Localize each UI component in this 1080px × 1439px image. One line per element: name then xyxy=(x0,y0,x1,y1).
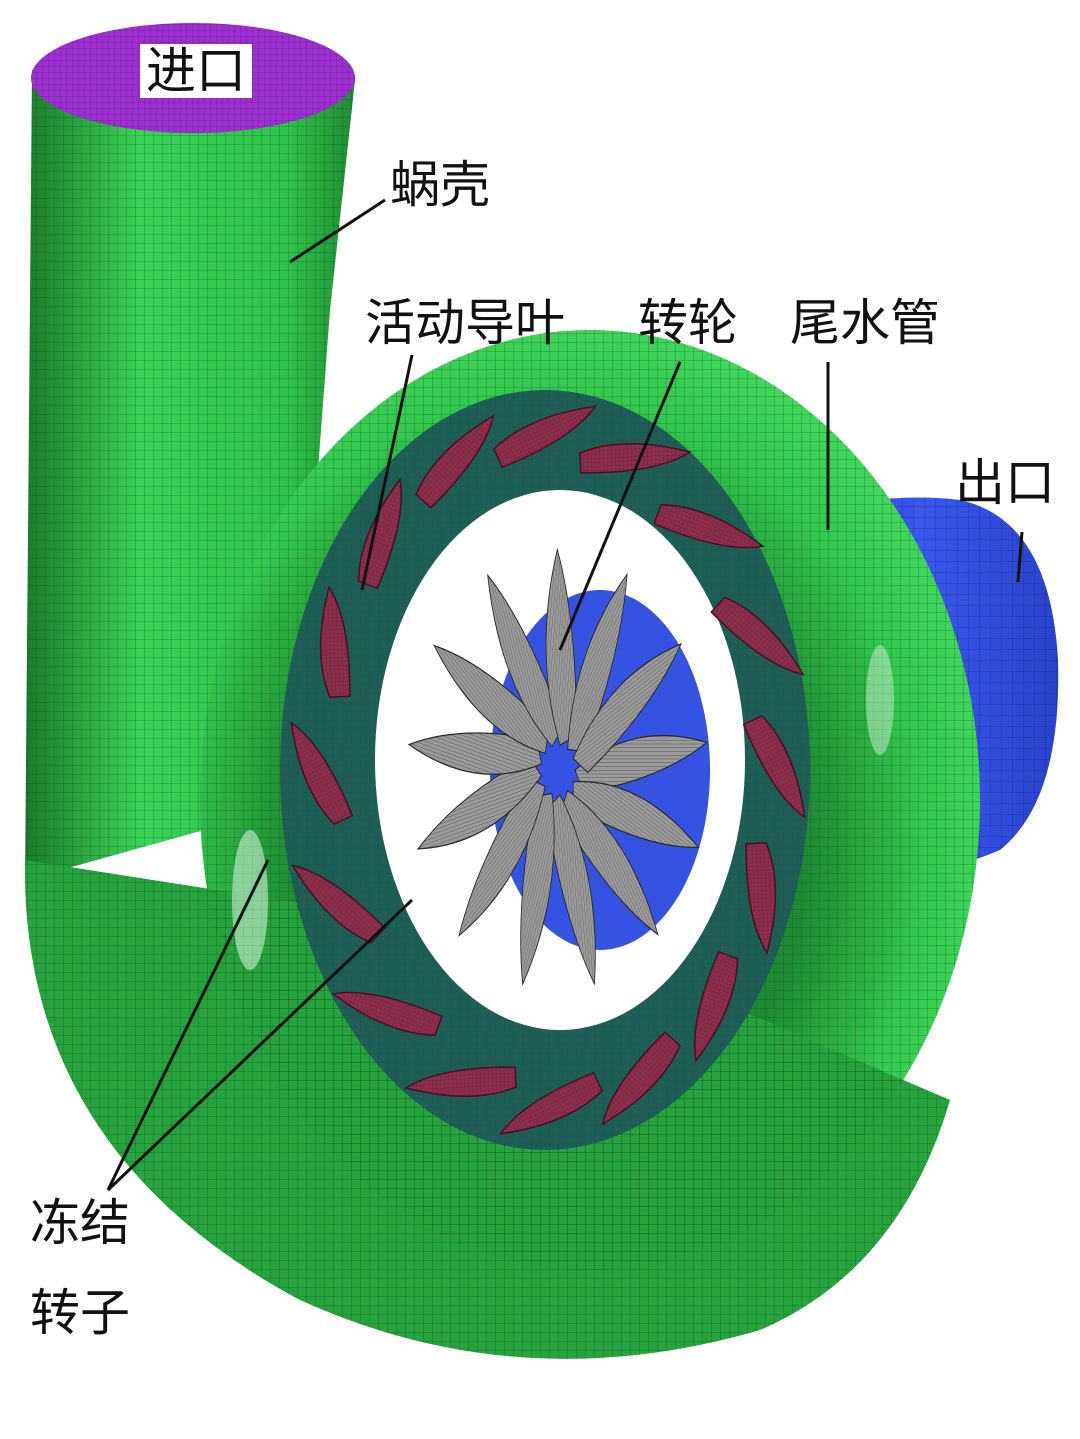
runner-blade xyxy=(407,732,543,775)
guide-vane xyxy=(319,585,351,698)
label-frozen-rotor-1: 冻结 xyxy=(30,1194,130,1252)
guide-vane xyxy=(415,414,495,509)
runner-blade xyxy=(572,642,683,774)
leader-runner xyxy=(558,361,682,651)
label-inlet: 进口 xyxy=(140,44,252,98)
leader-guide-vanes xyxy=(360,354,414,591)
inlet-pipe xyxy=(25,70,355,880)
guide-vane xyxy=(745,842,777,955)
guide-vane xyxy=(499,1071,603,1135)
leader-frozen-a xyxy=(106,859,270,1191)
runner-blade xyxy=(567,572,628,753)
runner-blade xyxy=(433,644,550,755)
leader-lines xyxy=(106,198,1024,1192)
runner-blade xyxy=(487,573,564,748)
guide-vane xyxy=(601,1031,681,1126)
label-frozen-rotor-2: 转子 xyxy=(30,1284,130,1342)
label-runner: 转轮 xyxy=(638,294,738,352)
guide-vane xyxy=(404,1066,517,1097)
label-guide-vanes: 活动导叶 xyxy=(365,294,565,352)
label-draft-tube: 尾水管 xyxy=(790,294,940,352)
guide-vane xyxy=(579,443,692,474)
runner-blade xyxy=(545,793,596,986)
guide-vane xyxy=(693,950,739,1063)
leader-outlet xyxy=(1016,531,1024,583)
guide-vane xyxy=(710,596,805,676)
label-outlet: 出口 xyxy=(955,454,1055,512)
guide-vane xyxy=(291,864,386,944)
runner-blade xyxy=(458,777,546,937)
guide-vane xyxy=(290,721,354,825)
label-volute: 蜗壳 xyxy=(390,156,490,214)
runner-blade xyxy=(520,792,555,987)
guide-vanes-group xyxy=(290,405,806,1135)
guide-vane xyxy=(742,715,806,819)
runner-blades-group xyxy=(407,547,708,987)
runner-blade xyxy=(559,789,659,936)
guide-vane xyxy=(493,405,597,469)
runner-blade xyxy=(416,756,543,850)
leader-volute xyxy=(289,198,386,264)
guide-vane xyxy=(331,991,443,1036)
leader-frozen-b xyxy=(106,898,414,1192)
runner-blade xyxy=(572,780,700,848)
guide-vane xyxy=(653,504,765,549)
